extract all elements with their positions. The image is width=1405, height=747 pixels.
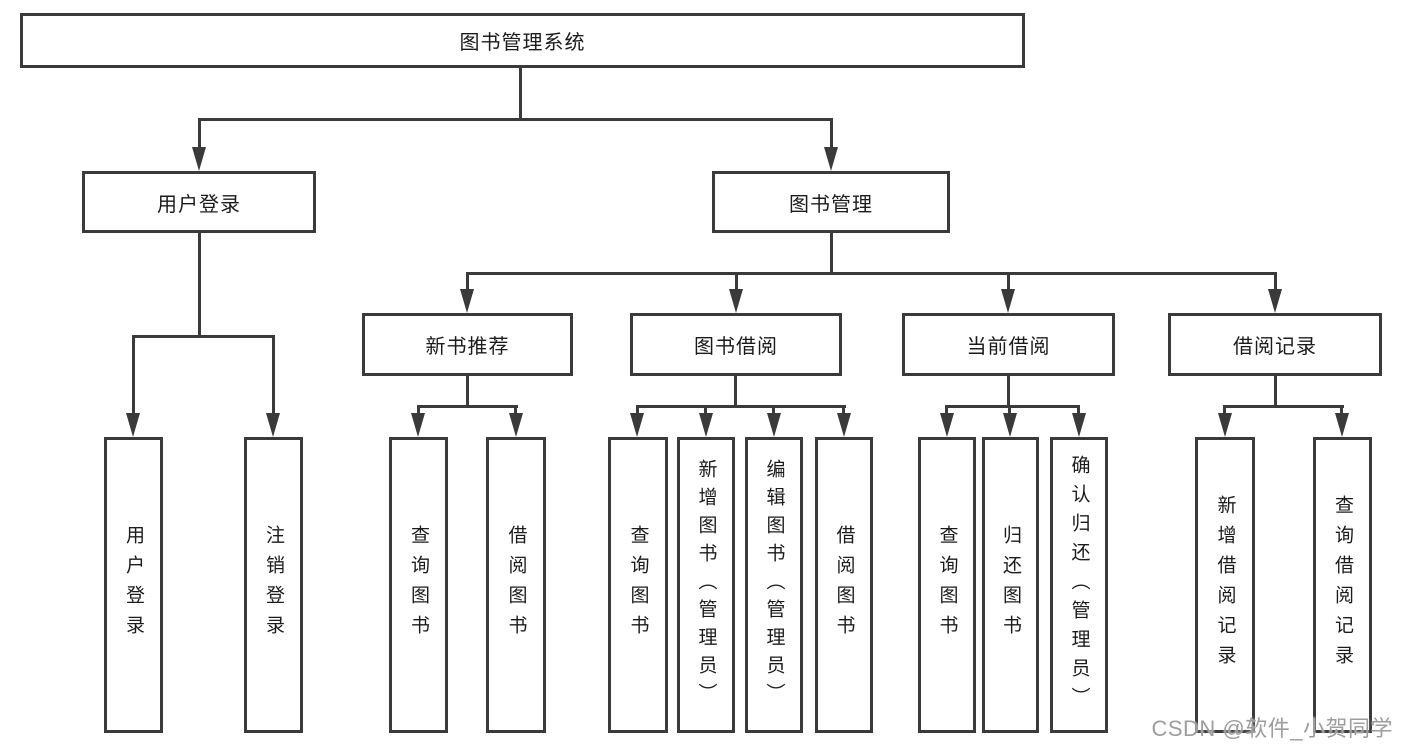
connector-line [842, 405, 845, 417]
connector-line [198, 118, 833, 121]
connector-arrowhead [1001, 289, 1015, 313]
connector-arrowhead [126, 413, 140, 437]
node-book-borrowing: 图书借阅 [630, 313, 842, 376]
connector-line [198, 118, 201, 150]
leaf-query-books-1: 查询图书 [389, 437, 448, 733]
leaf-logout: 注销登录 [244, 437, 303, 733]
node-user-login: 用户登录 [82, 171, 316, 233]
node-current-borrowing: 当前借阅 [902, 313, 1115, 376]
connector-arrowhead [630, 413, 644, 437]
connector-arrowhead [824, 147, 838, 171]
leaf-query-books-3: 查询图书 [918, 437, 976, 733]
connector-line [704, 405, 707, 417]
connector-arrowhead [460, 289, 474, 313]
connector-arrowhead [1003, 413, 1017, 437]
connector-line [1077, 405, 1080, 417]
connector-arrowhead [1268, 289, 1282, 313]
leaf-borrow-books-2: 借阅图书 [815, 437, 873, 733]
connector-line [830, 233, 833, 275]
leaf-add-book-admin: 新增图书（管理员） [677, 437, 735, 733]
connector-line [466, 376, 469, 408]
connector-line [1223, 405, 1344, 408]
connector-line [1007, 376, 1010, 408]
connector-arrowhead [1335, 413, 1349, 437]
connector-line [198, 233, 201, 338]
connector-arrowhead [940, 413, 954, 437]
connector-line [945, 405, 948, 417]
connector-line [636, 405, 846, 408]
connector-arrowhead [1218, 413, 1232, 437]
connector-line [132, 335, 275, 338]
connector-arrowhead [509, 413, 523, 437]
leaf-return-book: 归还图书 [982, 437, 1039, 733]
leaf-query-borrow-record: 查询借阅记录 [1313, 437, 1372, 733]
connector-arrowhead [837, 413, 851, 437]
connector-line [1274, 376, 1277, 408]
connector-line [1008, 405, 1011, 417]
leaf-user-login: 用户登录 [104, 437, 163, 733]
node-borrowing-records: 借阅记录 [1168, 313, 1382, 376]
connector-arrowhead [411, 413, 425, 437]
connector-line [417, 405, 518, 408]
connector-line [1223, 405, 1226, 417]
leaf-borrow-books-1: 借阅图书 [486, 437, 546, 733]
connector-line [272, 335, 275, 415]
connector-arrowhead [192, 147, 206, 171]
connector-arrowhead [729, 289, 743, 313]
connector-line [734, 376, 737, 408]
connector-line [519, 68, 522, 121]
leaf-confirm-return-admin: 确认归还（管理员） [1050, 437, 1108, 733]
connector-line [466, 272, 469, 292]
leaf-add-borrow-record: 新增借阅记录 [1195, 437, 1255, 733]
connector-line [945, 405, 1080, 408]
connector-line [1274, 272, 1277, 292]
connector-arrowhead [767, 413, 781, 437]
connector-line [466, 272, 1277, 275]
leaf-edit-book-admin: 编辑图书（管理员） [745, 437, 803, 733]
node-new-book-recommendation: 新书推荐 [362, 313, 573, 376]
connector-line [636, 405, 639, 417]
connector-arrowhead [699, 413, 713, 437]
connector-arrowhead [266, 413, 280, 437]
connector-line [132, 335, 135, 415]
leaf-query-books-2: 查询图书 [608, 437, 668, 733]
connector-line [735, 272, 738, 292]
connector-line [830, 118, 833, 150]
connector-line [1007, 272, 1010, 292]
node-library-system: 图书管理系统 [20, 13, 1025, 68]
connector-line [1340, 405, 1343, 417]
connector-arrowhead [1072, 413, 1086, 437]
node-book-management: 图书管理 [712, 171, 950, 233]
connector-line [417, 405, 420, 417]
connector-line [772, 405, 775, 417]
connector-line [514, 405, 517, 417]
csdn-watermark: CSDN @软件_小贺同学 [1151, 716, 1393, 741]
